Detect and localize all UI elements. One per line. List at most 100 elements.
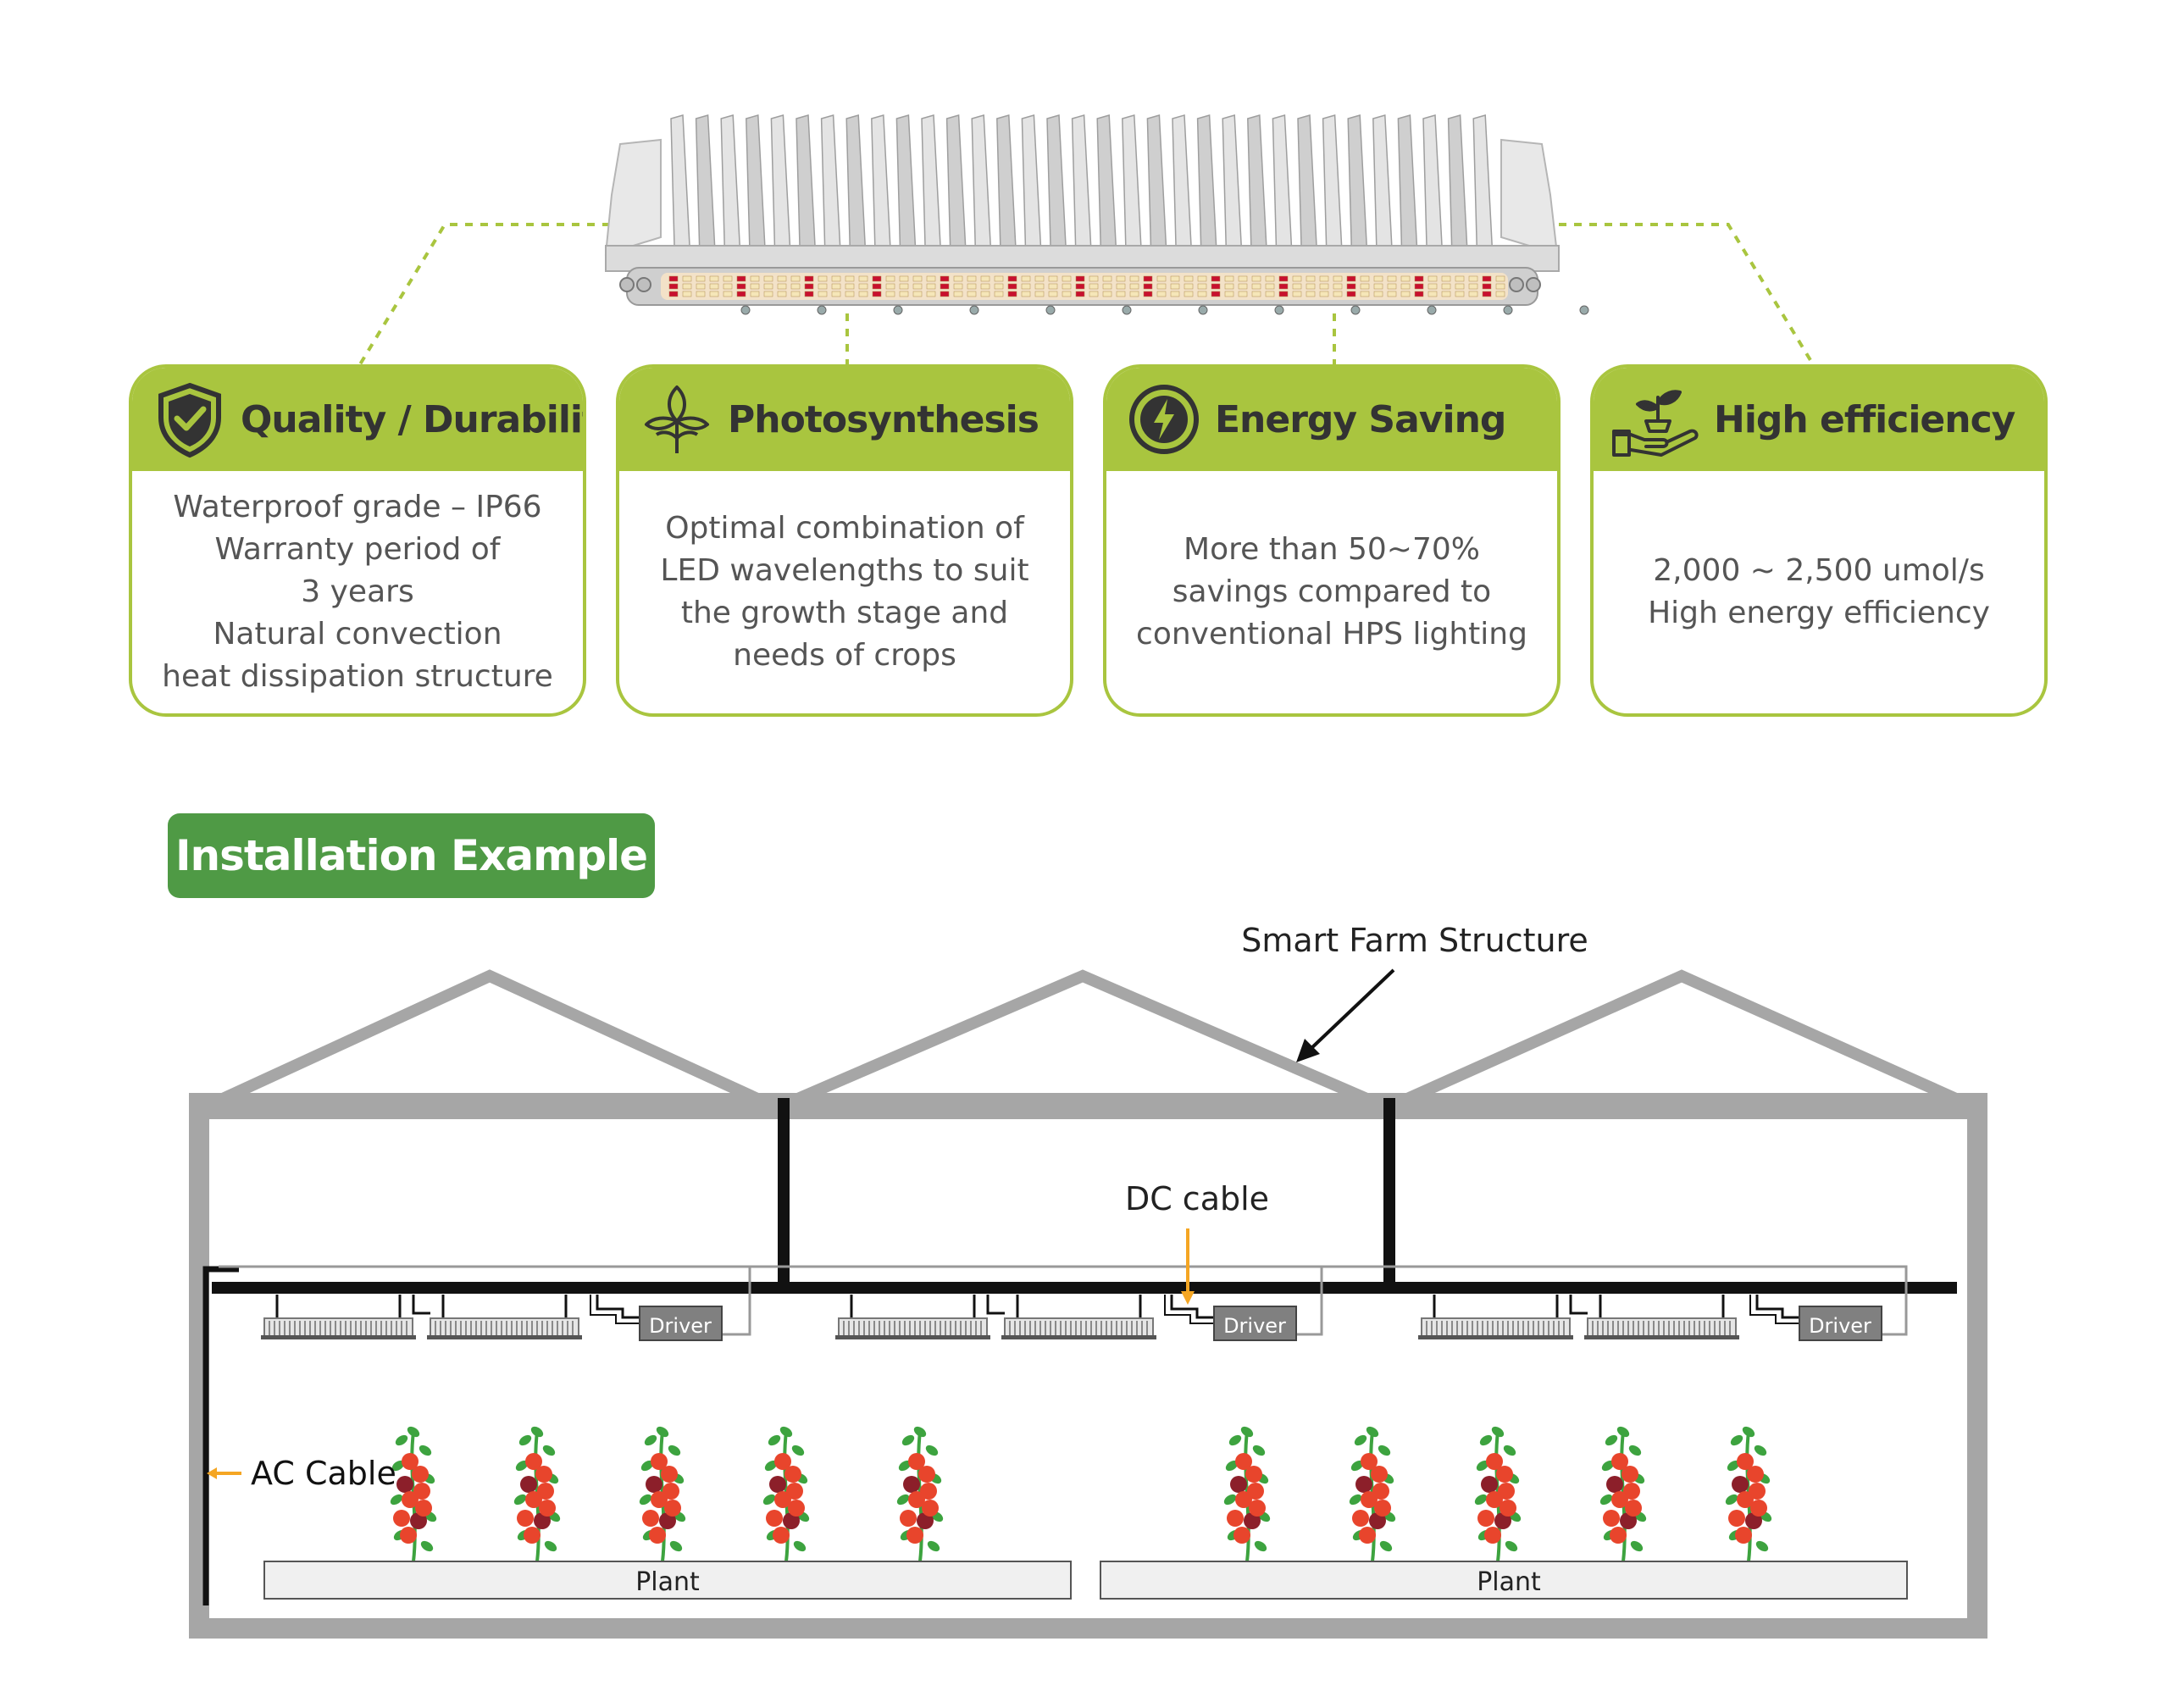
heat-sink-fin xyxy=(820,114,841,247)
tomato-fruit xyxy=(1745,1512,1762,1529)
leaf xyxy=(668,1445,681,1456)
tomato-fruit xyxy=(1747,1466,1764,1483)
led-chip xyxy=(858,275,868,282)
led-chip xyxy=(1102,291,1112,297)
tomato-plant xyxy=(513,1426,561,1562)
leaf xyxy=(1366,1426,1379,1438)
led-chip xyxy=(1251,275,1261,282)
hand-sprout-icon xyxy=(1612,390,1699,457)
led-chip xyxy=(1062,283,1072,290)
feature-line: 2,000 ~ 2,500 umol/s xyxy=(1653,553,1985,588)
led-chip xyxy=(736,291,746,297)
signal-wires xyxy=(219,1265,1908,1336)
leaf xyxy=(420,1540,434,1552)
led-chip xyxy=(1129,275,1139,282)
led-chip xyxy=(1306,275,1316,282)
led-chip xyxy=(1455,283,1465,290)
led-chip xyxy=(1482,275,1492,282)
led-chip xyxy=(1441,275,1451,282)
led-chip xyxy=(1319,291,1329,297)
leaf xyxy=(1223,1494,1237,1506)
led-chip xyxy=(818,291,828,297)
led-chip xyxy=(967,283,977,290)
led-chip xyxy=(1102,283,1112,290)
led-chip xyxy=(1278,275,1289,282)
heat-sink-fin xyxy=(1422,114,1443,247)
leaf xyxy=(1730,1434,1743,1446)
tomato-plant xyxy=(1725,1426,1772,1562)
dc-cable-arrow xyxy=(1181,1228,1195,1305)
tomato-fruit xyxy=(1247,1483,1264,1500)
leaf xyxy=(762,1494,776,1506)
heat-sink-fin xyxy=(1397,114,1418,247)
leaf xyxy=(513,1494,527,1506)
led-chip xyxy=(1346,291,1356,297)
heat-sink-fin xyxy=(770,114,791,247)
led-chip xyxy=(1129,291,1139,297)
led-chip xyxy=(1414,275,1424,282)
led-chip xyxy=(1170,275,1180,282)
tomato-fruit xyxy=(1359,1527,1376,1544)
leaf xyxy=(913,1426,927,1438)
led-chip xyxy=(1319,283,1329,290)
tomato-fruit xyxy=(1610,1527,1627,1544)
led-chip xyxy=(1400,283,1411,290)
tomato-fruit xyxy=(918,1466,935,1483)
led-chip xyxy=(709,291,719,297)
tomato-plant xyxy=(639,1426,686,1562)
tomato-fruit xyxy=(1737,1453,1754,1470)
leaf xyxy=(1725,1494,1738,1506)
tomato-fruit xyxy=(1496,1466,1513,1483)
leaf xyxy=(644,1434,657,1446)
grow-light-row xyxy=(261,1295,1739,1339)
led-chip xyxy=(777,291,787,297)
tomato-fruit xyxy=(920,1483,937,1500)
leaf xyxy=(1616,1426,1630,1438)
led-chip xyxy=(709,275,719,282)
tomato-fruit xyxy=(661,1466,678,1483)
tomato-fruit xyxy=(1625,1500,1642,1517)
led-chip xyxy=(1468,291,1478,297)
tomato-fruit xyxy=(1498,1483,1515,1500)
mini-grow-light xyxy=(1418,1295,1573,1339)
led-chip xyxy=(1034,283,1045,290)
tomato-plant xyxy=(762,1426,810,1562)
leaf-plant-icon xyxy=(645,385,709,453)
tomato-fruit xyxy=(649,1527,666,1544)
leaf xyxy=(1225,1460,1239,1472)
bolt xyxy=(817,305,827,315)
led-chip xyxy=(1156,291,1167,297)
tomato-fruit xyxy=(520,1476,537,1493)
support-beams xyxy=(212,1098,1957,1294)
led-chip xyxy=(736,283,746,290)
bolt xyxy=(1274,305,1284,315)
bolt xyxy=(1427,305,1437,315)
leaf xyxy=(390,1494,403,1506)
led-chip xyxy=(1251,291,1261,297)
heat-sink-fin xyxy=(1146,114,1167,247)
feature-card-high-efficiency: High efficiency 2,000 ~ 2,500 umol/s Hig… xyxy=(1590,364,2048,717)
driver-label: Driver xyxy=(1809,1314,1871,1338)
ac-cable xyxy=(202,1266,239,1605)
leaf xyxy=(1630,1540,1644,1552)
led-chip xyxy=(790,283,801,290)
bolt xyxy=(636,277,651,292)
tomato-fruit xyxy=(1494,1512,1511,1529)
feature-line: the growth stage and xyxy=(680,596,1009,630)
led-chip xyxy=(1048,283,1058,290)
leaf xyxy=(1378,1445,1391,1456)
led-chip xyxy=(1007,275,1017,282)
feature-card-quality: Quality / Durability Waterproof grade – … xyxy=(129,364,586,717)
tomato-fruit xyxy=(525,1491,542,1508)
heat-sink-fin xyxy=(695,114,716,247)
heat-sink-fin xyxy=(1322,114,1343,247)
led-chip xyxy=(1278,291,1289,297)
tomato-fruit xyxy=(906,1527,923,1544)
heat-sink-fin xyxy=(1071,114,1092,247)
feature-line: heat dissipation structure xyxy=(162,659,553,694)
led-chip xyxy=(1427,275,1438,282)
led-chip xyxy=(1184,283,1194,290)
bolt xyxy=(1122,305,1132,315)
feature-card-header: High efficiency xyxy=(1594,368,2044,471)
